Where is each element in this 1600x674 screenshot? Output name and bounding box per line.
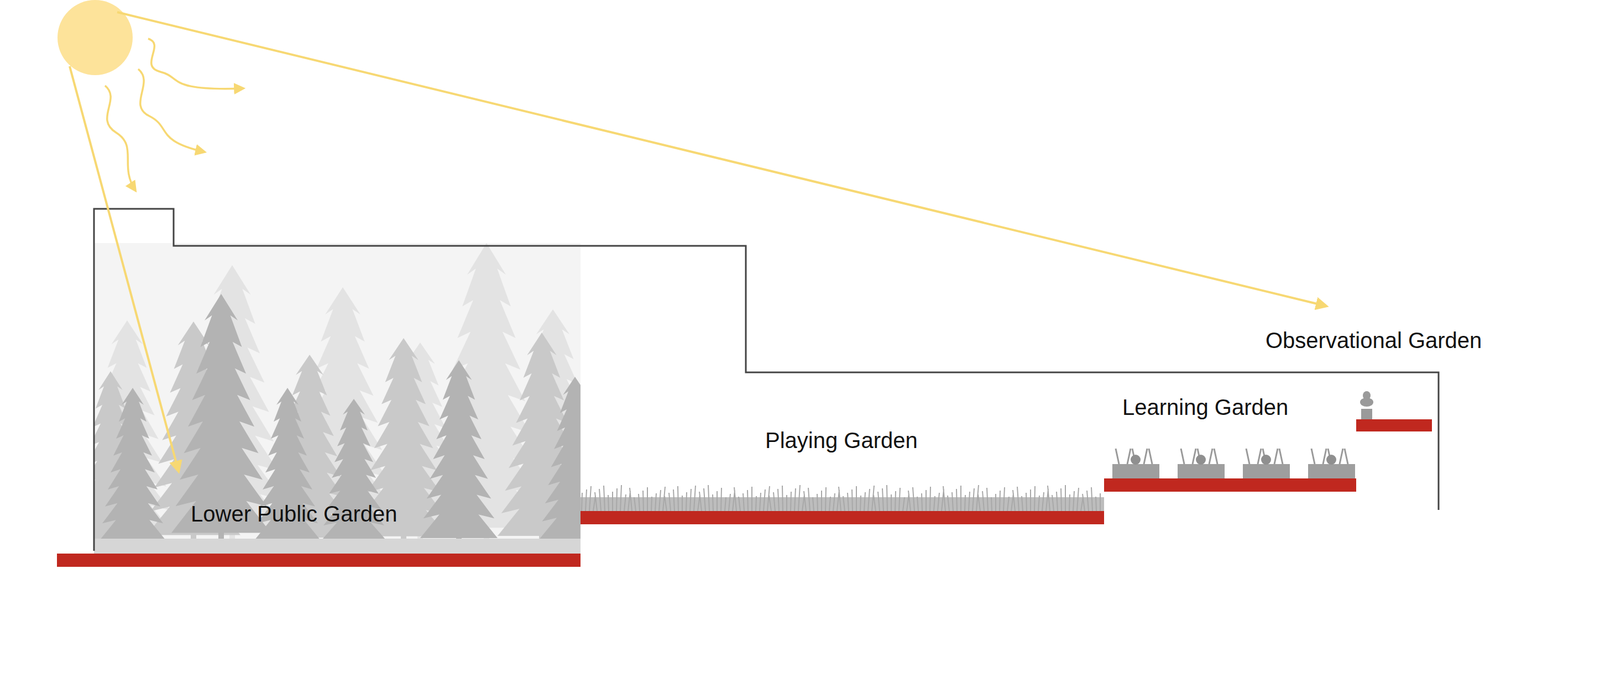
- planter-box: [1308, 464, 1356, 479]
- ground-slab: [56, 553, 581, 568]
- heat-wave: [148, 38, 244, 90]
- vegetable: [1130, 455, 1141, 465]
- seedlings: [1180, 448, 1218, 465]
- building-outline: [93, 208, 1439, 552]
- tree-silhouettes: [93, 243, 581, 556]
- raised-planters: [1112, 448, 1356, 479]
- ground-slab: [1356, 419, 1432, 432]
- vegetable: [1326, 455, 1337, 465]
- grass: [580, 485, 1105, 512]
- zone-label: Playing Garden: [765, 428, 918, 453]
- heat-wave: [138, 69, 205, 153]
- seedlings: [1311, 448, 1348, 465]
- vegetable: [1195, 455, 1206, 465]
- zone-label: Lower Public Garden: [190, 502, 398, 527]
- potted-plant: [1360, 391, 1374, 420]
- seedlings: [1246, 448, 1283, 465]
- undergrowth: [93, 539, 581, 554]
- zone-label: Observational Garden: [1265, 328, 1482, 353]
- spruce-tree: [420, 360, 498, 539]
- ground-slab: [1104, 478, 1357, 493]
- spruce-tree: [539, 377, 581, 540]
- spruce-tree: [99, 388, 166, 541]
- grass-blades: [581, 485, 1101, 512]
- planter-box: [1177, 464, 1225, 479]
- sun-ray: [117, 12, 1327, 307]
- ground-slab: [580, 511, 1105, 525]
- vegetable: [1261, 455, 1272, 465]
- spruce-tree: [171, 294, 271, 533]
- heat-wave: [105, 85, 136, 191]
- zone-label: Learning Garden: [1122, 395, 1289, 420]
- planter-box: [1112, 464, 1160, 479]
- seedlings: [1115, 448, 1153, 465]
- planter-box: [1242, 464, 1290, 479]
- sun: [57, 0, 133, 76]
